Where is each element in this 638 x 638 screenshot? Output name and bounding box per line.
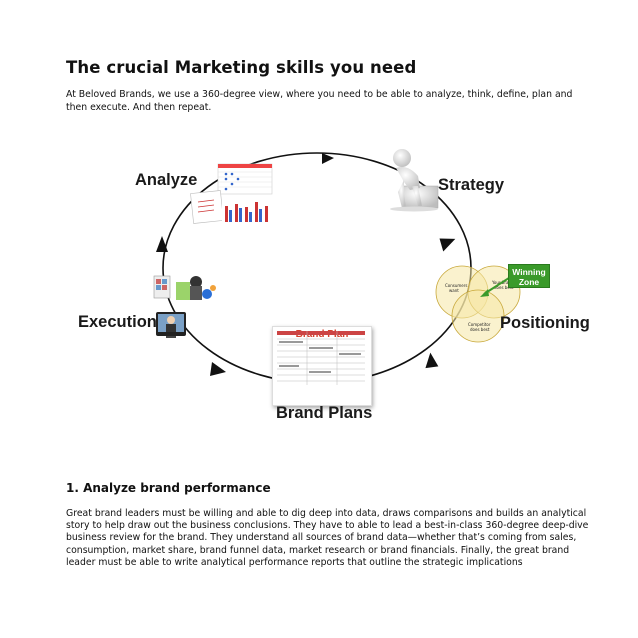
- arrow-top: [322, 153, 334, 164]
- section-heading: 1. Analyze brand performance: [66, 481, 271, 495]
- winning-zone-badge: Winning Zone: [508, 264, 550, 288]
- svg-text:want: want: [449, 288, 459, 293]
- svg-text:does best: does best: [494, 285, 514, 290]
- marketing-cycle-diagram: Analyze Strategy Consumers want Your bra…: [60, 140, 600, 440]
- svg-text:Competitor: Competitor: [468, 322, 491, 327]
- execution-media-icon: [153, 275, 216, 338]
- intro-paragraph: At Beloved Brands, we use a 360-degree v…: [66, 89, 573, 113]
- venn-consumers-text: Consumers: [445, 283, 467, 288]
- label-strategy: Strategy: [438, 176, 505, 194]
- label-brand-plans: Brand Plans: [276, 404, 373, 422]
- arrow-left-upper: [156, 236, 168, 252]
- arrow-bottom-right: [425, 352, 439, 369]
- page-title: The crucial Marketing skills you need: [66, 58, 417, 77]
- venn-diagram-icon: Consumers want Your brand does best Comp…: [435, 265, 521, 343]
- label-execution: Execution: [78, 313, 157, 331]
- section-body: Great brand leaders must be willing and …: [66, 508, 589, 568]
- svg-text:does best: does best: [470, 327, 490, 332]
- brand-plan-table-lines: [277, 331, 365, 385]
- arrow-bottom-left: [210, 362, 226, 376]
- label-analyze: Analyze: [135, 171, 198, 189]
- analysis-charts-icon: [190, 163, 273, 224]
- thinker-figure-icon: [390, 149, 439, 212]
- label-positioning: Positioning: [500, 314, 590, 332]
- arrow-right-upper: [439, 238, 456, 252]
- brand-plan-document-icon: Brand Plan: [272, 326, 372, 406]
